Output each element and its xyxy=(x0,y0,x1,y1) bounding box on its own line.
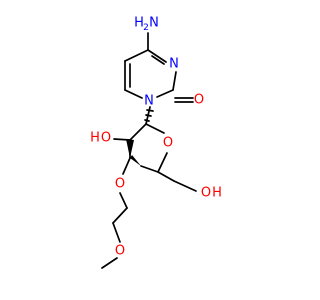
bond-c3prime-o xyxy=(122,157,131,175)
atom-label-ring-n1: N xyxy=(144,94,154,109)
bond-c5prime-o xyxy=(173,180,197,192)
atom-label-ether-3-o: O xyxy=(115,177,125,192)
atom-label-ring-o: O xyxy=(163,136,173,151)
atom-label-hydroxyl-5-o: O xyxy=(201,186,211,201)
bond-c2-n1 xyxy=(156,89,174,98)
atom-label-ring-n3: N xyxy=(169,57,179,72)
bond-o-ch2a xyxy=(119,192,128,209)
bond-oring-c4prime xyxy=(157,152,168,173)
bond-c2prime-oh xyxy=(113,138,131,141)
structure-drawing: H 2 N N N O H O O O O H O xyxy=(90,16,222,269)
hash-1 xyxy=(146,109,154,112)
bond-c2prime-c1prime xyxy=(129,123,147,141)
bond-c5-c4 xyxy=(124,49,149,62)
bond-ch2b-o xyxy=(112,222,121,243)
wedge-c3prime xyxy=(130,155,141,166)
bond-n1-c6 xyxy=(124,89,143,99)
bond-c4-n3 xyxy=(147,49,167,63)
molecule-canvas: H 2 N N N O H O O O O H O xyxy=(90,16,222,269)
atom-label-amine-h: H xyxy=(134,16,144,31)
bond-c4prime-c5prime xyxy=(157,171,175,182)
atom-label-hydroxyl-5-h: H xyxy=(212,186,222,201)
bond-o-ch3 xyxy=(101,257,118,269)
hash-2 xyxy=(145,114,152,117)
atom-label-amine-n: N xyxy=(149,16,159,31)
atom-label-hydroxyl-2-h: H xyxy=(90,131,100,146)
bond-c4-n3-double xyxy=(151,55,165,65)
bond-n3-c2 xyxy=(172,71,177,91)
bond-ch2a-ch2b xyxy=(112,207,128,224)
bond-c4prime-c3prime xyxy=(140,165,159,173)
atom-label-methoxy-o: O xyxy=(115,244,125,259)
hash-3 xyxy=(144,119,150,122)
atom-label-amine-h-count: 2 xyxy=(143,23,149,33)
bond-c1prime-oring xyxy=(145,123,165,134)
atom-label-hydroxyl-2-o: O xyxy=(101,131,111,146)
atom-label-carbonyl-o: O xyxy=(194,93,204,108)
wedge-c3prime-c2prime xyxy=(126,139,134,158)
